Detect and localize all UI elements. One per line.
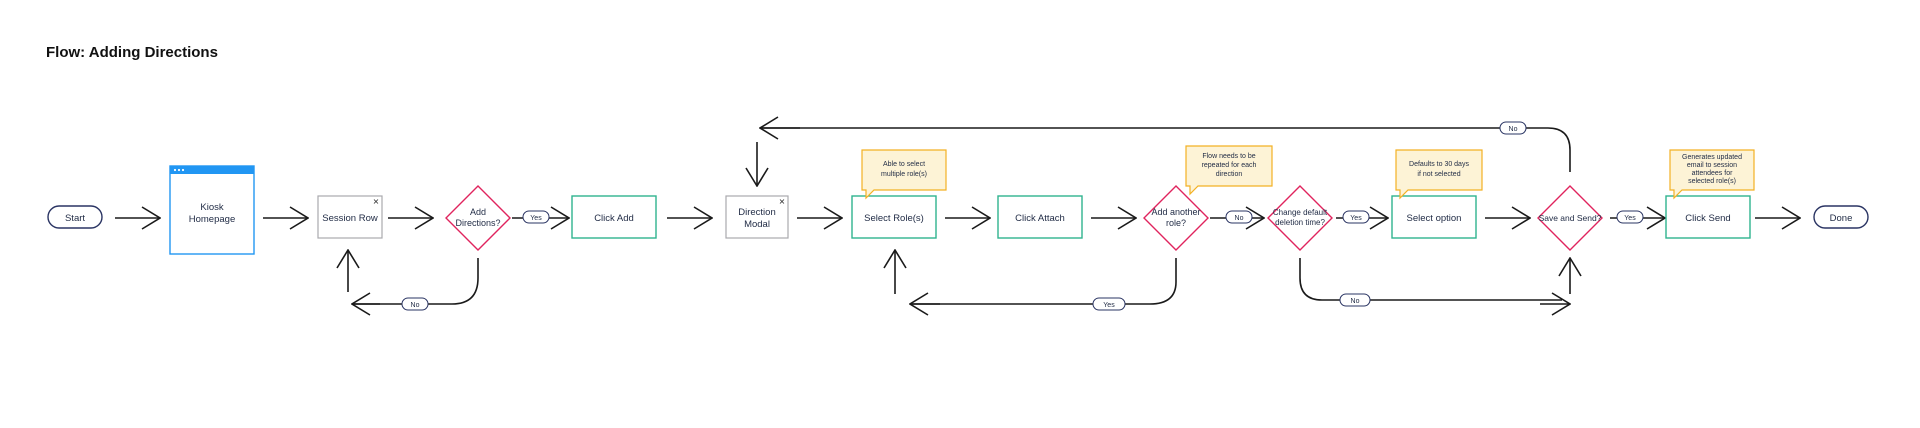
node-session-row: × Session Row	[317, 195, 383, 239]
svg-text:Done: Done	[1830, 213, 1853, 224]
svg-text:Directions?: Directions?	[455, 218, 500, 228]
note-add-another-role: Flow needs to be repeated for each direc…	[1185, 145, 1273, 196]
svg-text:Able to select: Able to select	[883, 161, 925, 168]
svg-text:Generates updated: Generates updated	[1682, 154, 1742, 161]
node-save-and-send: Save and Send?	[1537, 185, 1603, 251]
note-select-roles: Able to select multiple role(s)	[861, 149, 947, 200]
edge-change-no-loop	[1299, 258, 1562, 301]
svg-text:direction: direction	[1216, 171, 1243, 178]
window-dots-icon	[170, 166, 254, 174]
node-select-roles: Select Role(s)	[851, 195, 937, 239]
note-select-option: Defaults to 30 days if not selected	[1395, 149, 1483, 200]
edge-another-yes-loop	[910, 258, 1177, 305]
svg-text:Select Role(s): Select Role(s)	[864, 213, 924, 224]
note-click-send: Generates updated email to session atten…	[1669, 149, 1755, 200]
node-add-directions: Add Directions?	[445, 185, 511, 251]
svg-text:Modal: Modal	[744, 219, 770, 230]
node-change-deletion: Change default deletion time?	[1267, 185, 1333, 251]
svg-text:if not selected: if not selected	[1417, 171, 1460, 178]
svg-text:Defaults to 30 days: Defaults to 30 days	[1409, 161, 1469, 168]
svg-text:deletion time?: deletion time?	[1275, 218, 1325, 227]
close-icon: ×	[779, 197, 786, 206]
edge-save-no-loop	[760, 127, 1571, 172]
svg-text:Session Row: Session Row	[322, 213, 378, 224]
svg-text:Yes: Yes	[530, 215, 542, 222]
page-title: Flow: Adding Directions	[46, 44, 218, 61]
edge-pill-no-change: No	[1339, 293, 1371, 307]
node-add-another-role: Add another role?	[1143, 185, 1209, 251]
svg-text:Direction: Direction	[738, 207, 776, 218]
svg-text:Yes: Yes	[1624, 215, 1636, 222]
svg-text:Add: Add	[470, 207, 486, 217]
node-click-send: Click Send	[1665, 195, 1751, 239]
svg-text:Homepage: Homepage	[189, 214, 235, 225]
edge-pill-no-1: No	[401, 297, 429, 311]
svg-text:No: No	[411, 302, 420, 309]
edge-pill-yes-1: Yes	[522, 210, 550, 224]
svg-text:email to session: email to session	[1687, 162, 1737, 169]
edge-pill-yes-loop: Yes	[1092, 297, 1126, 311]
svg-text:No: No	[1235, 215, 1244, 222]
svg-text:Yes: Yes	[1103, 302, 1115, 309]
svg-text:Click Send: Click Send	[1685, 213, 1730, 224]
svg-text:selected role(s): selected role(s)	[1688, 178, 1736, 185]
svg-text:Save and Send?: Save and Send?	[1539, 213, 1602, 223]
node-click-add: Click Add	[571, 195, 657, 239]
svg-text:No: No	[1509, 126, 1518, 133]
svg-text:Select option: Select option	[1407, 213, 1462, 224]
node-start: Start	[47, 205, 103, 229]
node-done: Done	[1813, 205, 1869, 229]
svg-text:attendees for: attendees for	[1692, 170, 1734, 177]
edge-adddir-no-loop	[352, 258, 479, 305]
svg-text:Click Attach: Click Attach	[1015, 213, 1065, 224]
svg-text:multiple role(s): multiple role(s)	[881, 171, 927, 178]
edge-pill-yes-save: Yes	[1616, 210, 1644, 224]
svg-text:Add another: Add another	[1151, 207, 1200, 217]
svg-text:Yes: Yes	[1350, 215, 1362, 222]
edge-pill-yes-change: Yes	[1342, 210, 1370, 224]
node-select-option: Select option	[1391, 195, 1477, 239]
svg-text:No: No	[1351, 298, 1360, 305]
svg-text:Flow needs to be: Flow needs to be	[1202, 153, 1255, 160]
node-click-attach: Click Attach	[997, 195, 1083, 239]
node-direction-modal: × Direction Modal	[725, 195, 789, 239]
svg-text:Click Add: Click Add	[594, 213, 634, 224]
svg-text:role?: role?	[1166, 218, 1186, 228]
svg-text:Change default: Change default	[1273, 208, 1328, 217]
svg-text:repeated for each: repeated for each	[1202, 162, 1257, 169]
close-icon: ×	[373, 197, 380, 206]
edge-pill-no-top: No	[1499, 121, 1527, 135]
svg-text:Kiosk: Kiosk	[200, 202, 223, 213]
svg-text:Start: Start	[65, 213, 85, 224]
edge-pill-no-another: No	[1225, 210, 1253, 224]
node-kiosk-homepage: Kiosk Homepage	[169, 165, 255, 255]
